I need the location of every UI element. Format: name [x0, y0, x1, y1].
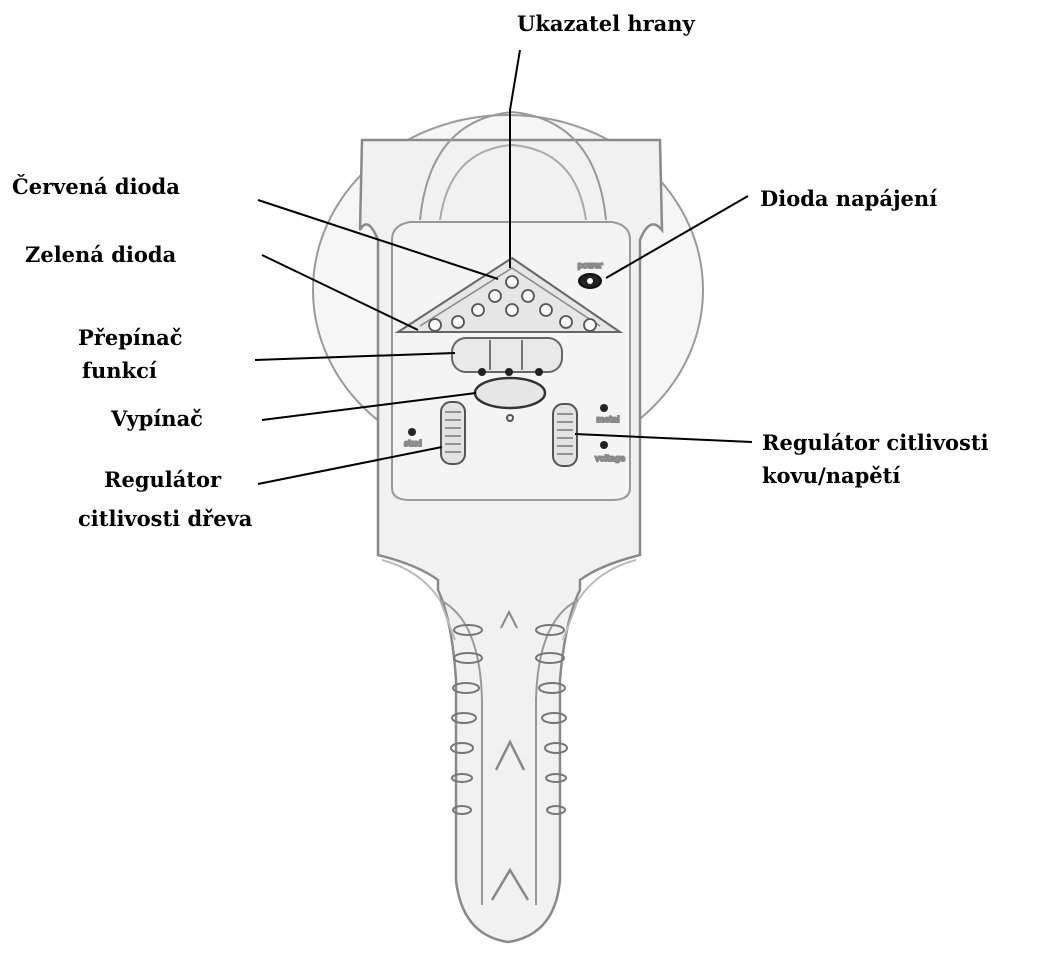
- label-function-switch-line1: Přepínač: [78, 322, 183, 355]
- label-edge-indicator: Ukazatel hrany: [517, 8, 695, 41]
- label-metal-voltage-line2: kovu/napětí: [762, 460, 989, 493]
- label-function-switch: Přepínač funkcí: [78, 322, 183, 387]
- label-red-diode: Červená dioda: [12, 171, 180, 204]
- wood-sensitivity-wheel: [441, 402, 465, 464]
- power-marking: power: [578, 261, 603, 270]
- label-power-switch: Vypínač: [111, 403, 203, 436]
- function-switch: [452, 338, 562, 372]
- label-power-diode: Dioda napájení: [760, 183, 937, 216]
- metal-marking: metal: [597, 415, 620, 424]
- label-wood-sensitivity-line2: citlivosti dřeva: [78, 500, 252, 539]
- label-green-diode: Zelená dioda: [25, 239, 176, 272]
- label-metal-voltage-sensitivity: Regulátor citlivosti kovu/napětí: [762, 427, 989, 492]
- label-wood-sensitivity: Regulátor citlivosti dřeva: [104, 461, 252, 539]
- label-function-switch-line2: funkcí: [78, 355, 183, 388]
- stud-marking: stud: [404, 439, 421, 448]
- metal-sensitivity-wheel: [553, 404, 577, 466]
- power-switch: [475, 378, 545, 408]
- voltage-marking: voltage: [595, 454, 625, 463]
- label-metal-voltage-line1: Regulátor citlivosti: [762, 427, 989, 460]
- label-wood-sensitivity-line1: Regulátor: [104, 461, 252, 500]
